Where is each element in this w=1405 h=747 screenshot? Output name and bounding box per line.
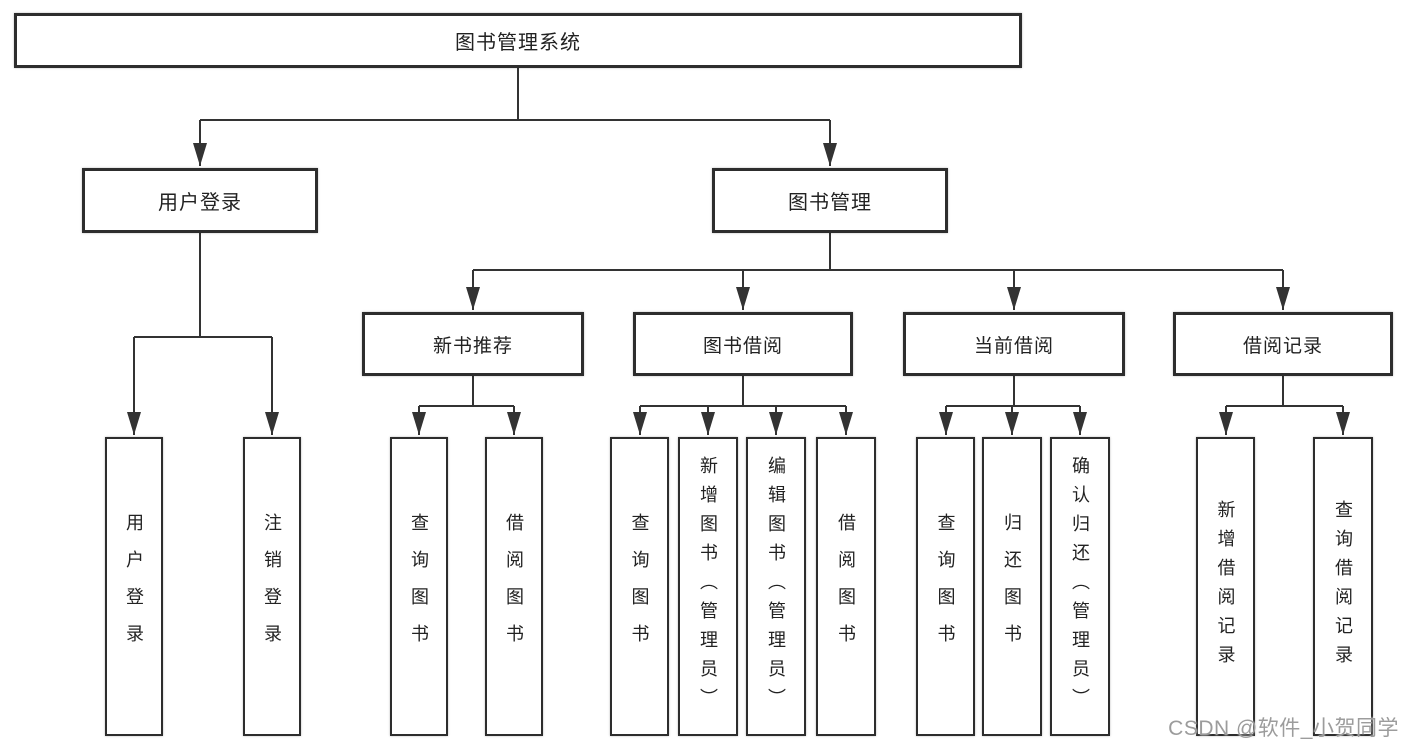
node-new-book-recommendation: 新书推荐 [362,312,584,376]
node-borrowing-records: 借阅记录 [1173,312,1393,376]
leaf-confirm-return-admin: 确认归还（管理员） [1050,437,1110,736]
leaf-query-books-borrowing: 查询图书 [610,437,669,736]
leaf-return-books: 归还图书 [982,437,1042,736]
leaf-user-login: 用户登录 [105,437,163,736]
leaf-borrow-books-recommend: 借阅图书 [485,437,543,736]
leaf-add-books-admin: 新增图书（管理员） [678,437,738,736]
leaf-query-books-recommend: 查询图书 [390,437,448,736]
node-user-login: 用户登录 [82,168,318,233]
node-root-system: 图书管理系统 [14,13,1022,68]
leaf-query-borrow-record: 查询借阅记录 [1313,437,1373,736]
node-current-borrowing: 当前借阅 [903,312,1125,376]
csdn-watermark: CSDN @软件_小贺同学 [1168,717,1399,740]
node-book-borrowing: 图书借阅 [633,312,853,376]
node-book-management: 图书管理 [712,168,948,233]
leaf-add-borrow-record: 新增借阅记录 [1196,437,1255,736]
leaf-borrow-books: 借阅图书 [816,437,876,736]
leaf-query-books-current: 查询图书 [916,437,975,736]
leaf-logout: 注销登录 [243,437,301,736]
leaf-edit-books-admin: 编辑图书（管理员） [746,437,806,736]
